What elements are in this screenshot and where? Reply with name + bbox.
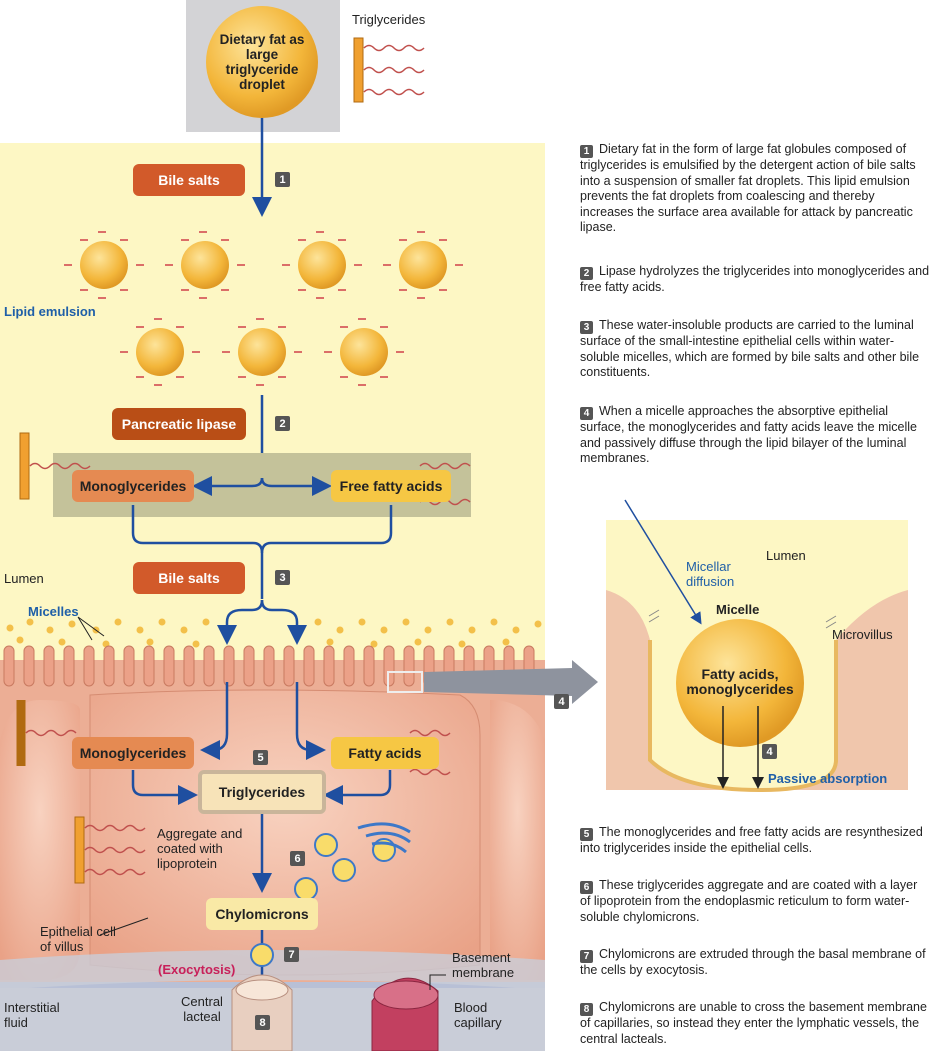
triglycerides-cell-box: Triglycerides [198,770,326,814]
passive-absorption-label: Passive absorption [768,771,888,786]
description-number: 8 [580,1003,593,1016]
zoom-box [387,671,423,693]
zoom-arrow [424,660,598,704]
description-text: These triglycerides aggregate and are co… [580,878,918,924]
description-number: 3 [580,321,593,334]
description-text: The monoglycerides and free fatty acids … [580,825,923,855]
description-text: When a micelle approaches the absorptive… [580,404,917,465]
micelle-inset [606,499,908,793]
epithelial-label: Epithelial cell of villus [40,924,116,954]
description-text: Chylomicrons are unable to cross the bas… [580,1000,927,1046]
bile-salts-box-3: Bile salts [133,562,245,594]
description-number: 5 [580,828,593,841]
description-number: 7 [580,950,593,963]
monoglycerides-box: Monoglycerides [72,470,194,502]
step-number-2: 2 [275,416,290,431]
lumen-background [0,143,545,683]
step-number-3: 3 [275,570,290,585]
description-text: These water-insoluble products are carri… [580,318,920,379]
chylomicrons-box: Chylomicrons [206,898,318,930]
step-number-4: 4 [554,694,569,709]
description-text: Lipase hydrolyzes the triglycerides into… [580,264,930,294]
large-fat-droplet [206,6,318,118]
micellar-diffusion-label: Micellar diffusion [686,559,735,589]
blood-capillary-label: Blood capillary [454,1000,502,1030]
triglyceride-icon [353,37,425,103]
micelles-label: Micelles [28,604,79,619]
basement-membrane-label: Basement membrane [452,950,515,980]
pancreatic-lipase-box: Pancreatic lipase [112,408,246,440]
aggregate-label: Aggregate and coated with lipoprotein [157,826,243,871]
step-number-5: 5 [253,750,268,765]
central-lacteal-label: Central lacteal [181,994,223,1024]
microvilli [3,645,535,687]
endoplasmic-reticulum-icon [357,822,411,854]
description-number: 6 [580,881,593,894]
micelle-contents-label: Fatty acids, monoglycerides [686,666,794,697]
fatty-acids-cell-box: Fatty acids [331,737,439,769]
blood-capillary [371,977,439,1051]
description-text: Dietary fat in the form of large fat glo… [580,142,916,234]
interstitial-fluid-label: Interstitial fluid [4,1000,60,1030]
chylomicron-globules [250,833,396,967]
lipid-emulsion-label: Lipid emulsion [4,304,96,319]
inset-step-number-4: 4 [762,744,777,759]
step-number-6: 6 [290,851,305,866]
step-number-7: 7 [284,947,299,962]
micelle-label: Micelle [716,602,760,617]
bile-salts-box-1: Bile salts [133,164,245,196]
microvillus-label: Microvillus [832,627,893,642]
emulsion-droplets [64,231,463,386]
triglycerides-label: Triglycerides [352,12,426,27]
inset-lumen-label: Lumen [766,548,806,563]
monoglycerides-cell-box: Monoglycerides [72,737,194,769]
central-lacteal [231,974,293,1051]
free-fatty-acids-box: Free fatty acids [331,470,451,502]
lumen-label: Lumen [4,571,44,586]
step-number-1: 1 [275,172,290,187]
droplet-label: Dietary fat as large triglyceride drople… [219,32,305,92]
description-text: Chylomicrons are extruded through the ba… [580,947,926,977]
step-number-8: 8 [255,1015,270,1030]
exocytosis-label: (Exocytosis) [158,962,236,977]
description-number: 1 [580,145,593,158]
micelle-dots [6,618,542,648]
description-number: 2 [580,267,593,280]
description-number: 4 [580,407,593,420]
